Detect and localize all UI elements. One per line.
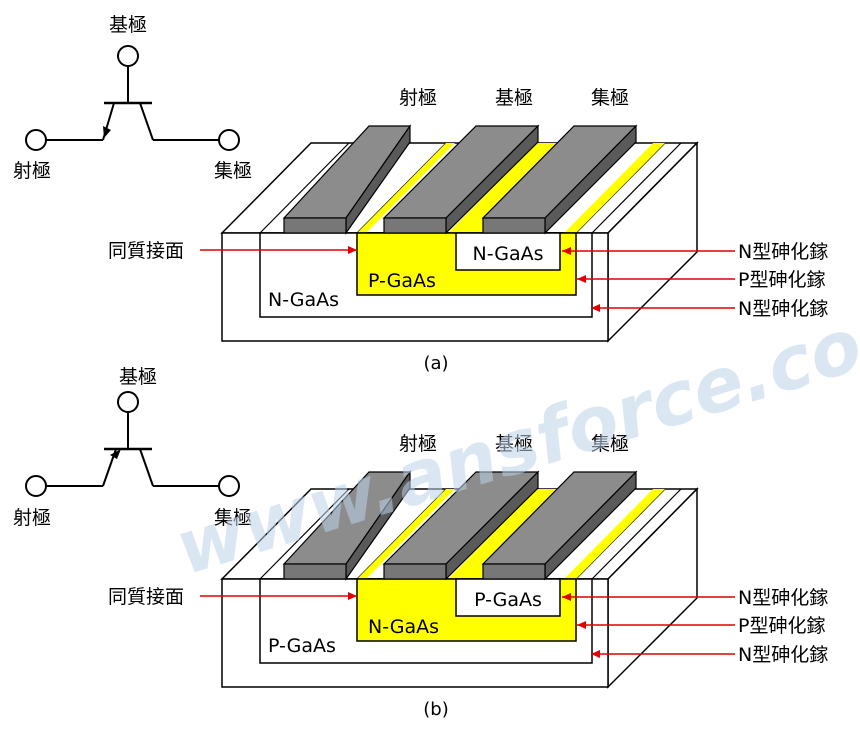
- symbol-base-label: 基極: [109, 14, 147, 36]
- right-label-top: N型砷化鎵: [738, 587, 828, 609]
- homojunction-label: 同質接面: [108, 586, 184, 608]
- caption-a: (a): [423, 353, 448, 374]
- electrode-label-collector: 集極: [591, 87, 629, 109]
- electrode-label-collector: 集極: [591, 433, 629, 455]
- electrode-label-base: 基極: [495, 433, 533, 455]
- diagram-panel-b: 基極 射極 集極 射極 基極 集極 P-GaAs N-GaAs P-GaAs 同…: [13, 366, 828, 720]
- electrode-label-emitter: 射極: [399, 87, 437, 109]
- outer-layer-label: N-GaAs: [268, 289, 339, 311]
- right-label-middle: P型砷化鎵: [738, 269, 825, 291]
- inner-layer-label: P-GaAs: [474, 589, 542, 611]
- symbol-emitter-label: 射極: [13, 507, 51, 529]
- electrode-label-base: 基極: [495, 87, 533, 109]
- outer-layer-label: P-GaAs: [268, 635, 336, 657]
- diagram-panel-a: 基極 射極 集極 射極 基極 集極 N-GaAs P-GaAs N-GaAs 同…: [13, 14, 828, 374]
- middle-layer-label: P-GaAs: [368, 270, 436, 292]
- right-label-bottom: N型砷化鎵: [738, 298, 828, 320]
- inner-layer-label: N-GaAs: [472, 243, 543, 265]
- electrode-label-emitter: 射極: [399, 433, 437, 455]
- emitter-arrow-a: [103, 126, 111, 138]
- symbol-emitter-label: 射極: [13, 160, 51, 182]
- right-label-top: N型砷化鎵: [738, 241, 828, 263]
- symbol-collector-label: 集極: [214, 507, 252, 529]
- caption-b: (b): [423, 699, 448, 720]
- middle-layer-label: N-GaAs: [368, 616, 439, 638]
- right-label-middle: P型砷化鎵: [738, 615, 825, 637]
- homojunction-label: 同質接面: [108, 240, 184, 262]
- symbol-collector-label: 集極: [214, 160, 252, 182]
- right-label-bottom: N型砷化鎵: [738, 644, 828, 666]
- emitter-arrow-b: [110, 449, 121, 459]
- symbol-base-label: 基極: [119, 366, 157, 388]
